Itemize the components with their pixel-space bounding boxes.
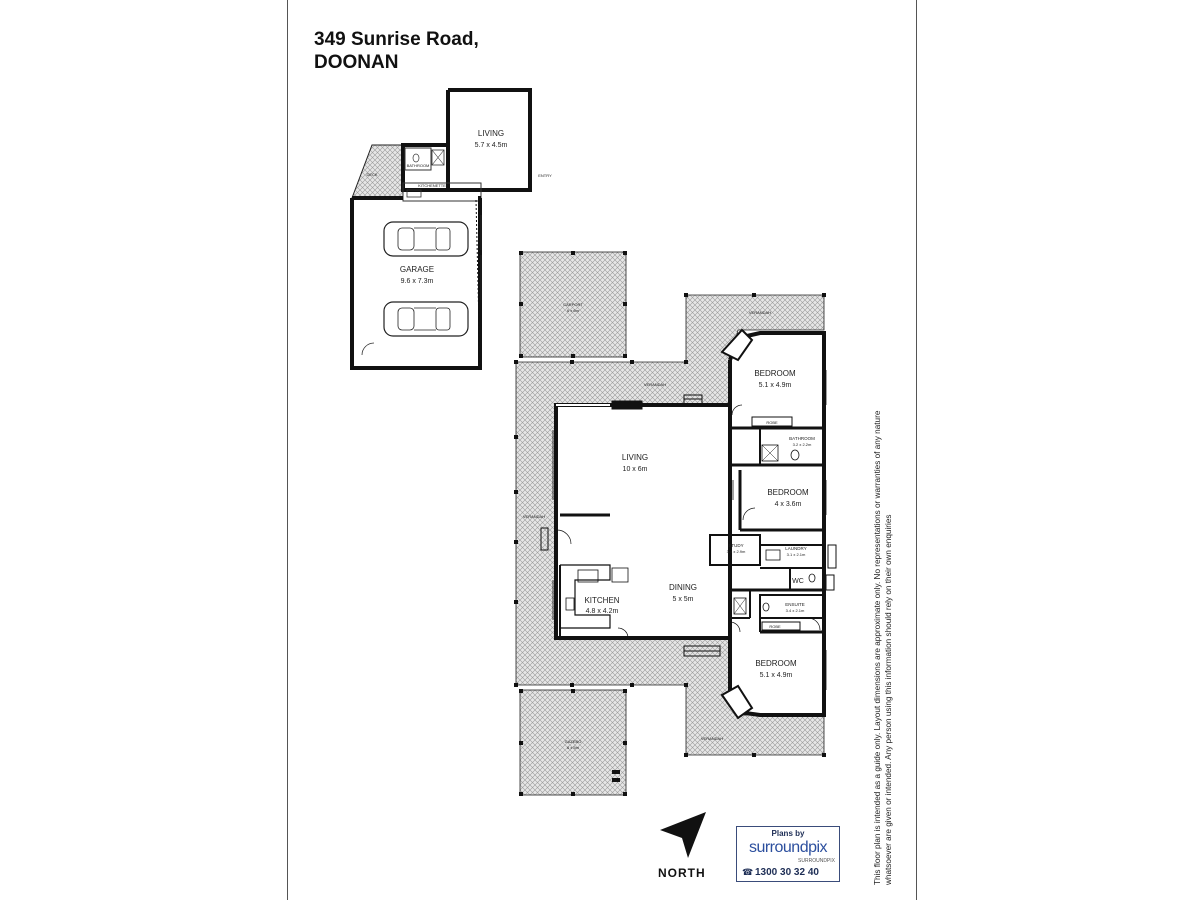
logo-plans-by: Plans by [771, 829, 805, 838]
bathroom-dims: 3.2 x 2.2m [793, 442, 812, 447]
toilet-icon [412, 153, 420, 163]
laundry-label: LAUNDRY [785, 546, 806, 551]
carport-dims: 6 x 6m [567, 308, 580, 313]
robe1-label: ROBE [766, 420, 778, 425]
dining-dims: 5 x 5m [672, 596, 693, 603]
garage-dims: 9.6 x 7.3m [401, 278, 434, 285]
verandah-top-label: VERANDAH [644, 382, 666, 387]
upper-bathroom-label: BATHROOM [407, 163, 430, 168]
entry-label: ENTRY [538, 173, 552, 178]
logo-brand: surroundpix [748, 839, 828, 856]
address-line-1: 349 Sunrise Road, [314, 29, 479, 50]
study-dims: 3.4 x 2.9m [727, 549, 746, 554]
bedroom2-dims: 4 x 3.6m [775, 501, 802, 508]
car-icon [383, 221, 469, 257]
phone-icon: ☎ [742, 867, 754, 877]
fireplace-icon [611, 400, 643, 410]
laundry-dims: 3.1 x 2.1m [787, 552, 806, 557]
logo-phone: 1300 30 32 40 [755, 867, 819, 878]
verandah-area [515, 294, 825, 756]
gazebo-dims: 6 x 5m [567, 745, 580, 750]
carport-area [519, 251, 627, 358]
main-living-walls [554, 403, 732, 640]
kitchen-dims: 4.8 x 4.2m [586, 608, 619, 615]
dining-label: DINING [669, 583, 697, 592]
kitchen-counter [560, 564, 611, 629]
address-line-2: DOONAN [314, 52, 399, 73]
upper-building: LIVING 5.7 x 4.5m BATHROOM KITCHENETTE D… [350, 88, 552, 370]
verandah-right-bottom-label: VERANDAH [701, 736, 723, 741]
study-label: STUDY [728, 543, 743, 548]
living-dims: 10 x 6m [623, 466, 648, 473]
bathroom-label: BATHROOM [789, 436, 815, 441]
main-house [540, 328, 837, 720]
north-arrow-icon [660, 812, 706, 858]
carport-label: CARPORT [563, 302, 583, 307]
upper-bathroom-box [404, 147, 432, 171]
disclaimer-text: This floor plan is intended as a guide o… [873, 408, 893, 886]
kitchenette-counter [402, 182, 482, 202]
bedroom3-label: BEDROOM [755, 659, 797, 668]
living-label: LIVING [622, 453, 648, 462]
toilet-icon [790, 449, 800, 461]
upper-living-label: LIVING [478, 129, 504, 138]
north-label: NORTH [658, 866, 706, 880]
fridge-icon [611, 567, 629, 583]
sink-icon [406, 189, 422, 198]
room-labels: LIVING 10 x 6m DINING 5 x 5m KITCHEN 4.8… [584, 369, 815, 679]
logo-subtext: SURROUNDPIX [798, 858, 835, 864]
kitchenette-label: KITCHENETTE [418, 183, 446, 188]
upper-living-walls [401, 88, 532, 192]
deck-label: DECK [366, 172, 377, 177]
garage-door-swing [361, 342, 375, 356]
garage-label: GARAGE [400, 265, 434, 274]
bedroom3-dims: 5.1 x 4.9m [760, 672, 793, 679]
surroundpix-logo: Plans by surroundpix SURROUNDPIX ☎ 1300 … [736, 826, 840, 882]
cooktop-icon [577, 569, 599, 583]
verandah-left-label: VERANDAH [523, 514, 545, 519]
sink-icon [565, 597, 575, 611]
wc-label: WC [792, 578, 804, 585]
verandah-right-top-label: VERANDAH [749, 310, 771, 315]
gazebo-label: GAZEBO [565, 739, 582, 744]
ensuite-dims: 3.4 x 2.1m [786, 608, 805, 613]
robe2-label: ROBE [769, 624, 781, 629]
bedroom1-dims: 5.1 x 4.9m [759, 382, 792, 389]
upper-living-dims: 5.7 x 4.5m [475, 142, 508, 149]
bedroom2-label: BEDROOM [767, 488, 809, 497]
kitchen-label: KITCHEN [584, 596, 619, 605]
ensuite-label: ENSUITE [785, 602, 805, 607]
bedroom-wing-walls [728, 331, 826, 717]
car-icon [383, 301, 469, 337]
bedroom1-label: BEDROOM [754, 369, 796, 378]
